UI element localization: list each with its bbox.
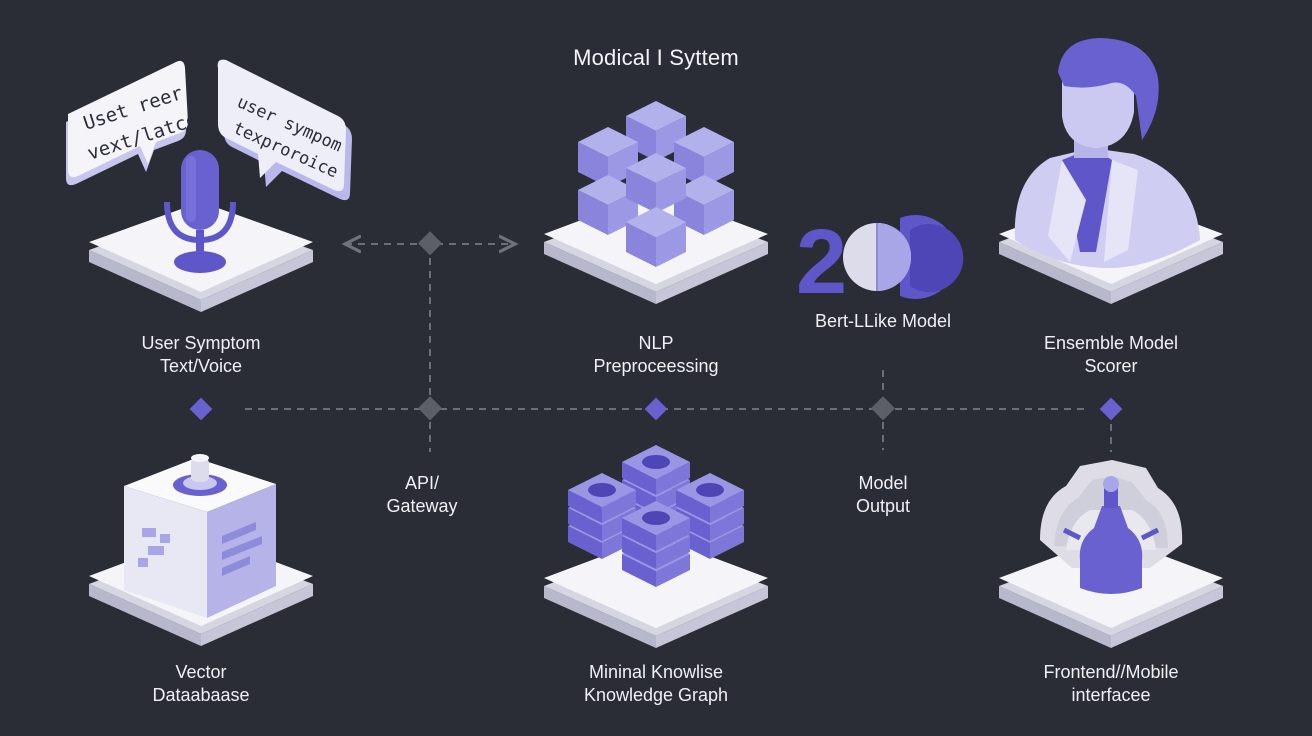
bert-label: Bert-LLike Model: [778, 310, 988, 333]
user-input-label-line2: Text/Voice: [159, 356, 243, 376]
bert-model-icon: 2: [796, 211, 964, 313]
user-input-label: User Symptom Text/Voice: [101, 332, 301, 378]
node-diamond-output: [870, 396, 896, 421]
api-gateway-label: API/ Gateway: [362, 472, 482, 518]
block-stack-back-hole: [642, 455, 670, 469]
model-output-label-line1: Model: [858, 473, 908, 493]
knowledge-graph-label-line1: Mininal Knowlise: [588, 662, 724, 682]
cube-front: [626, 207, 686, 267]
interface-figure-icon: [1040, 460, 1183, 594]
api-label-line2: Gateway: [386, 496, 458, 516]
cube-upper-right: [674, 127, 734, 187]
node-diamond-top: [417, 231, 443, 256]
nlp-label-line1: NLP: [638, 333, 674, 353]
vector-db-label: Vector Dataabaase: [101, 661, 301, 707]
user-input-tile: [89, 150, 313, 312]
nlp-tile: [544, 101, 768, 304]
knowledge-graph-tile: [544, 445, 768, 648]
frontend-label-line1: Frontend//Mobile: [1043, 662, 1179, 682]
doctor-icon: [1014, 38, 1200, 268]
block-stack-front-hole: [642, 511, 670, 525]
user-input-label-line1: User Symptom: [141, 333, 261, 353]
block-stack-left-hole: [588, 483, 616, 497]
stacked-blocks-icon: [568, 445, 744, 587]
node-diamond-frontend: [1099, 397, 1123, 421]
microphone-icon: [164, 150, 236, 273]
ensemble-tile: [999, 38, 1223, 304]
frontend-label: Frontend//Mobile interfacee: [1001, 661, 1221, 707]
model-output-label-line2: Output: [855, 496, 911, 516]
node-diamond-api: [417, 396, 443, 421]
vector-db-tile: [89, 454, 313, 646]
node-diamond-vector: [189, 397, 213, 421]
database-cube-icon: [124, 454, 276, 618]
api-label-line1: API/: [404, 473, 439, 493]
frontend-label-line2: interfacee: [1071, 685, 1151, 705]
ensemble-label-line2: Scorer: [1084, 356, 1138, 376]
cube-center: [626, 153, 686, 213]
nlp-label: NLP Preproceessing: [556, 332, 756, 378]
frontend-tile: [999, 460, 1223, 648]
vector-db-label-line2: Dataabaase: [152, 685, 250, 705]
diagram-title: Modical I Syttem: [573, 45, 739, 70]
knowledge-graph-label: Mininal Knowlise Knowledge Graph: [546, 661, 766, 707]
speech-bubble-right: user sympom texproroice: [217, 59, 352, 201]
bert-label-text: Bert-LLike Model: [814, 311, 952, 331]
cube-cluster-icon: [578, 101, 734, 267]
ensemble-label-line1: Ensemble Model: [1043, 333, 1179, 353]
ensemble-label: Ensemble Model Scorer: [1011, 332, 1211, 378]
vector-db-label-line1: Vector: [175, 662, 227, 682]
speech-bubble-left: Uset reer vext/latce: [66, 60, 200, 186]
block-stack-right-hole: [696, 483, 724, 497]
model-output-label: Model Output: [823, 472, 943, 518]
knowledge-graph-label-line2: Knowledge Graph: [583, 685, 729, 705]
bert-badge-text: 2: [796, 211, 847, 313]
nlp-label-line2: Preproceessing: [593, 356, 719, 376]
node-diamond-knowledge: [644, 397, 668, 421]
cube-lower-right: [674, 175, 734, 235]
